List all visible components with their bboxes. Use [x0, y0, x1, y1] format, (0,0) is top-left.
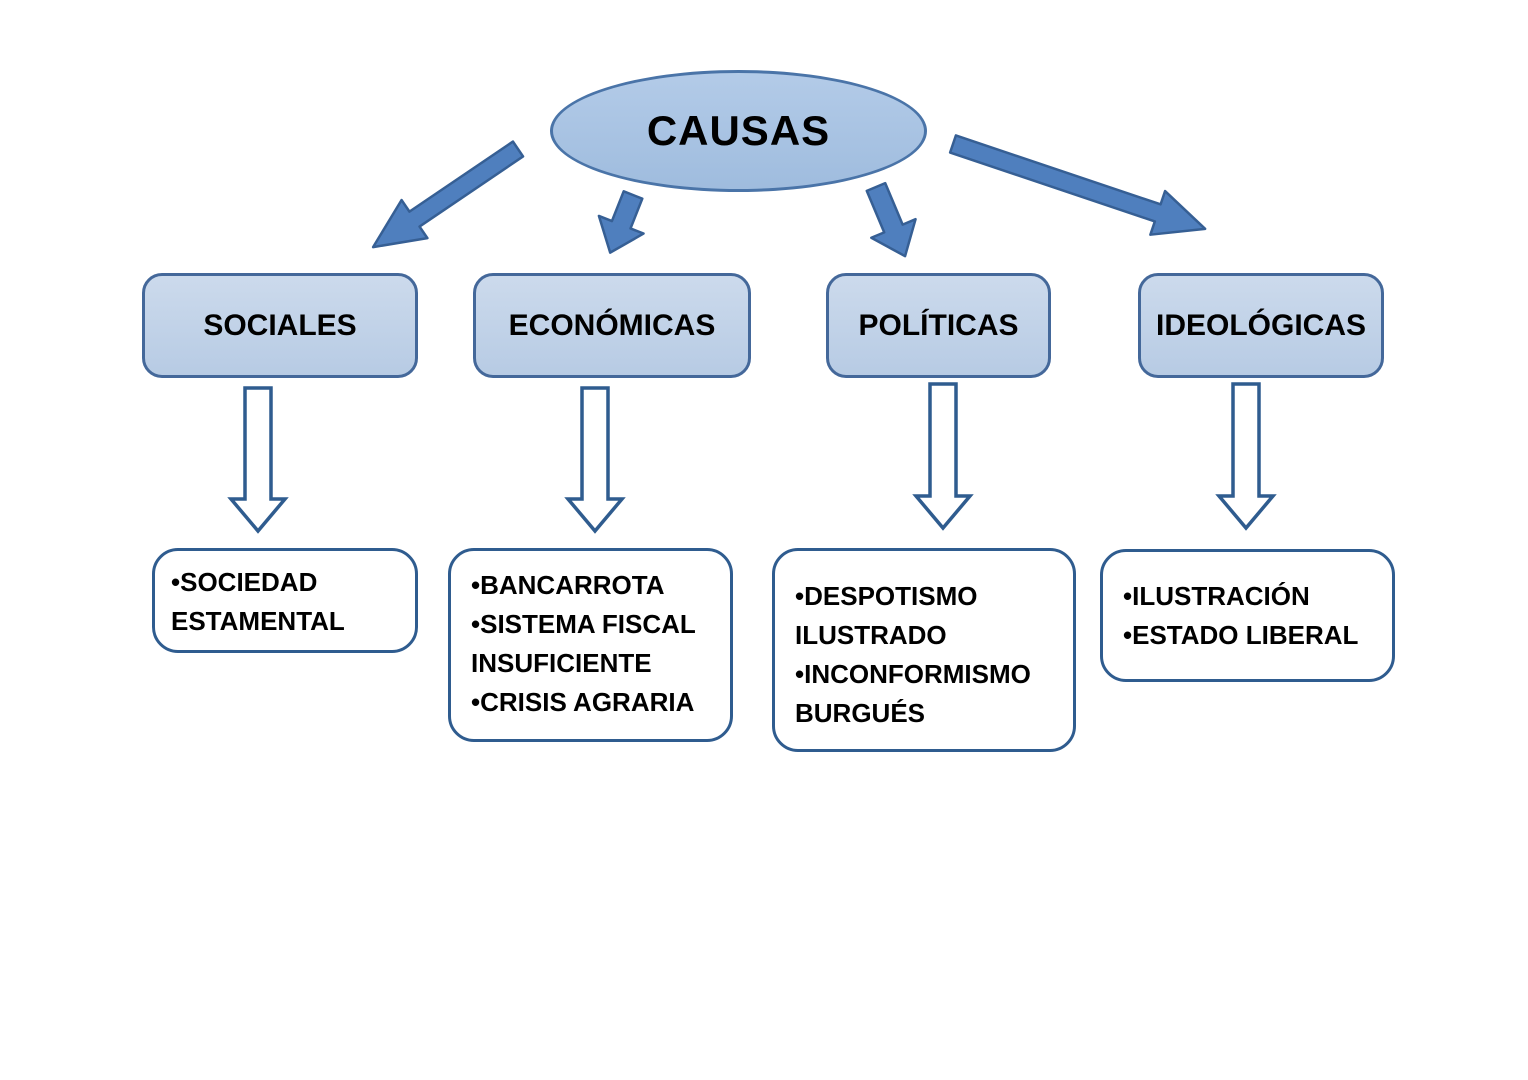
node-economicas-label: ECONÓMICAS — [508, 308, 716, 342]
detail-box-economicas: •BANCARROTA •SISTEMA FISCAL INSUFICIENTE… — [448, 548, 733, 742]
arrow-causas-to-sociales — [371, 140, 525, 249]
node-ideologicas: IDEOLÓGICAS — [1138, 273, 1384, 378]
list-item: •DESPOTISMO ILUSTRADO — [795, 581, 978, 650]
node-ideologicas-label: IDEOLÓGICAS — [1155, 308, 1366, 342]
arrow-sociales-to-detail — [227, 386, 289, 534]
list-item: •INCONFORMISMO BURGUÉS — [795, 659, 1031, 728]
arrow-politicas-to-detail — [912, 382, 974, 531]
node-politicas-label: POLÍTICAS — [858, 308, 1019, 342]
list-item: •SISTEMA FISCAL INSUFICIENTE — [471, 609, 696, 678]
arrow-causas-to-politicas — [865, 181, 917, 258]
list-item: •ILUSTRACIÓN — [1123, 581, 1310, 611]
node-economicas: ECONÓMICAS — [473, 273, 751, 378]
list-item: •SOCIEDAD ESTAMENTAL — [171, 567, 345, 636]
detail-box-ideologicas: •ILUSTRACIÓN •ESTADO LIBERAL — [1100, 549, 1395, 682]
node-politicas: POLÍTICAS — [826, 273, 1051, 378]
arrow-ideologicas-to-detail — [1215, 382, 1277, 531]
list-item: •ESTADO LIBERAL — [1123, 620, 1359, 650]
arrow-causas-to-ideologicas — [948, 134, 1207, 236]
arrow-economicas-to-detail — [564, 386, 626, 534]
node-causas-label: CAUSAS — [646, 107, 831, 154]
list-item: •CRISIS AGRARIA — [471, 687, 695, 717]
node-sociales: SOCIALES — [142, 273, 418, 378]
node-sociales-label: SOCIALES — [203, 308, 357, 342]
detail-box-sociales: •SOCIEDAD ESTAMENTAL — [152, 548, 418, 653]
list-item: •BANCARROTA — [471, 570, 665, 600]
detail-box-politicas: •DESPOTISMO ILUSTRADO •INCONFORMISMO BUR… — [772, 548, 1076, 752]
arrow-causas-to-economicas — [597, 190, 645, 254]
node-causas: CAUSAS — [550, 70, 927, 192]
